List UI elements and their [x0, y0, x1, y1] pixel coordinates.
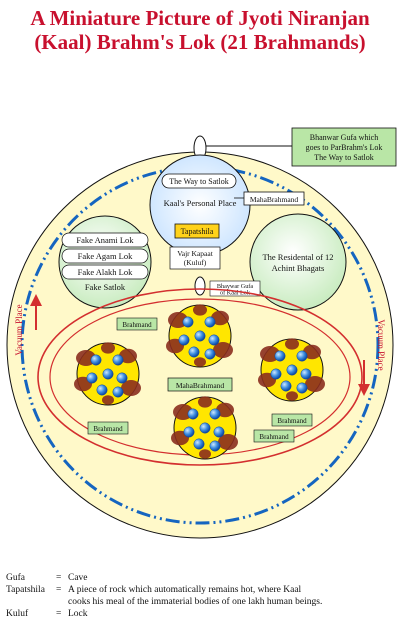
brahmand-planet-top: [166, 304, 233, 368]
rock-patch: [213, 342, 233, 358]
globe-icon: [116, 372, 128, 384]
globe-icon: [90, 354, 102, 366]
globe-icon: [296, 350, 308, 362]
brahmand-label-right: Brahmand: [271, 413, 313, 427]
rock-patch: [286, 391, 298, 401]
vacuum-label-right: Vacuum Place: [376, 319, 386, 370]
rock-patch: [211, 310, 229, 326]
rock-patch: [119, 348, 137, 364]
globe-icon: [204, 348, 216, 360]
globe-icon: [183, 426, 195, 438]
brahmand-label-top: Brahmand: [116, 317, 158, 331]
maha-brahmand-top-label: MahaBrahmand: [250, 195, 299, 204]
globe-icon: [182, 316, 194, 328]
fake-lok-agam: Fake Agam Lok: [78, 251, 134, 261]
title-line-2: (Kaal) Brahm's Lok (21 Brahmands): [34, 30, 366, 54]
globe-icon: [280, 380, 292, 392]
rock-patch: [218, 434, 238, 450]
bhaywar-gufa-line-1: Bhaywar Gufa: [217, 283, 254, 290]
globe-icon: [112, 354, 124, 366]
brahmand-planet-left: [74, 342, 141, 406]
globe-icon: [193, 438, 205, 450]
achint-bhagats-circle: [249, 213, 347, 311]
way-to-satlok-label: The Way to Satlok: [169, 177, 228, 186]
vajr-kapaat-line-2: (Kuluf): [184, 258, 207, 267]
rock-patch: [194, 357, 206, 367]
brahmand-planet-right: [258, 338, 325, 402]
bhaywar-gufa-line-2: of Kaal Lok: [220, 290, 251, 297]
fake-lok-alakh: Fake Alakh Lok: [78, 267, 134, 277]
globe-icon: [274, 350, 286, 362]
globe-icon: [112, 386, 124, 398]
globe-icon: [86, 372, 98, 384]
rock-patch: [199, 449, 211, 459]
svg-text:Brahmand: Brahmand: [122, 321, 152, 329]
rock-patch: [303, 344, 321, 360]
globe-icon: [300, 368, 312, 380]
achint-line-1: The Residental of 12: [262, 252, 333, 262]
fake-lok-anami: Fake Anami Lok: [76, 235, 134, 245]
maha-brahmand-top-box: [243, 191, 305, 206]
svg-text:MahaBrahmand: MahaBrahmand: [176, 381, 225, 390]
globe-icon: [96, 384, 108, 396]
bhanwar-gufa-line-2: goes to ParBrahm's Lok: [306, 143, 383, 152]
brahmand-label-bottom: Brahmand: [253, 429, 295, 443]
legend-def-continued: cooks his meal of the immaterial bodies …: [68, 597, 323, 607]
svg-text:Brahmand: Brahmand: [277, 417, 307, 425]
rock-patch: [198, 396, 212, 408]
legend-def: Cave: [68, 573, 88, 583]
svg-text:Brahmand: Brahmand: [93, 425, 123, 433]
svg-text:Brahmand: Brahmand: [259, 433, 289, 441]
vajr-kapaat-line-1: Vajr Kapaat: [177, 249, 214, 258]
globe-icon: [194, 330, 206, 342]
globe-icon: [209, 440, 221, 452]
globe-icon: [213, 426, 225, 438]
fake-loks-list: Fake Anami Lok Fake Agam Lok Fake Alakh …: [61, 232, 149, 292]
legend-term: Gufa: [6, 573, 25, 583]
bhaywar-gufa-pod: [194, 276, 206, 296]
bhanwar-gufa-line-3: The Way to Satlok: [314, 153, 373, 162]
rock-patch: [216, 402, 234, 418]
globe-icon: [178, 334, 190, 346]
globe-icon: [208, 334, 220, 346]
title-line-1: A Miniature Picture of Jyoti Niranjan: [30, 6, 370, 30]
rock-patch: [101, 342, 115, 354]
maha-brahmand-center: MahaBrahmand: [167, 377, 233, 392]
brahmand-label-left: Brahmand: [87, 421, 129, 435]
bhanwar-gufa-box: [291, 127, 397, 167]
globe-icon: [188, 346, 200, 358]
globe-icon: [204, 316, 216, 328]
brahmand-planets: [74, 304, 325, 460]
legend-def: Lock: [68, 609, 88, 619]
globe-icon: [286, 364, 298, 376]
rock-patch: [305, 376, 325, 392]
globe-icon: [199, 422, 211, 434]
orbit-outer: [37, 288, 363, 466]
legend-term: Kuluf: [6, 609, 29, 619]
way-to-satlok-box: [161, 173, 237, 189]
globe-icon: [209, 408, 221, 420]
rock-patch: [193, 304, 207, 316]
tapatshila-label: Tapatshila: [181, 227, 214, 236]
legend-term: Tapatshila: [6, 585, 45, 595]
tapatshila-box: [174, 223, 220, 239]
fake-lok-satlok: Fake Satlok: [85, 282, 126, 292]
vajr-kapaat-box: [169, 246, 221, 270]
globe-icon: [296, 382, 308, 394]
achint-line-2: Achint Bhagats: [272, 263, 325, 273]
rock-patch: [102, 395, 114, 405]
legend-def: A piece of rock which automatically rema…: [68, 585, 302, 595]
globe-icon: [270, 368, 282, 380]
rock-patch: [285, 338, 299, 350]
kaal-personal-place-label: Kaal's Personal Place: [164, 198, 237, 208]
globe-icon: [187, 408, 199, 420]
rock-patch: [121, 380, 141, 396]
bhanwar-gufa-line-1: Bhanwar Gufa which: [310, 133, 378, 142]
brahmand-planet-bottom: [171, 396, 238, 460]
vacuum-label-left: Vacuum Place: [14, 304, 24, 355]
globe-icon: [102, 368, 114, 380]
vacuum-boundary-dashed: [20, 165, 380, 525]
